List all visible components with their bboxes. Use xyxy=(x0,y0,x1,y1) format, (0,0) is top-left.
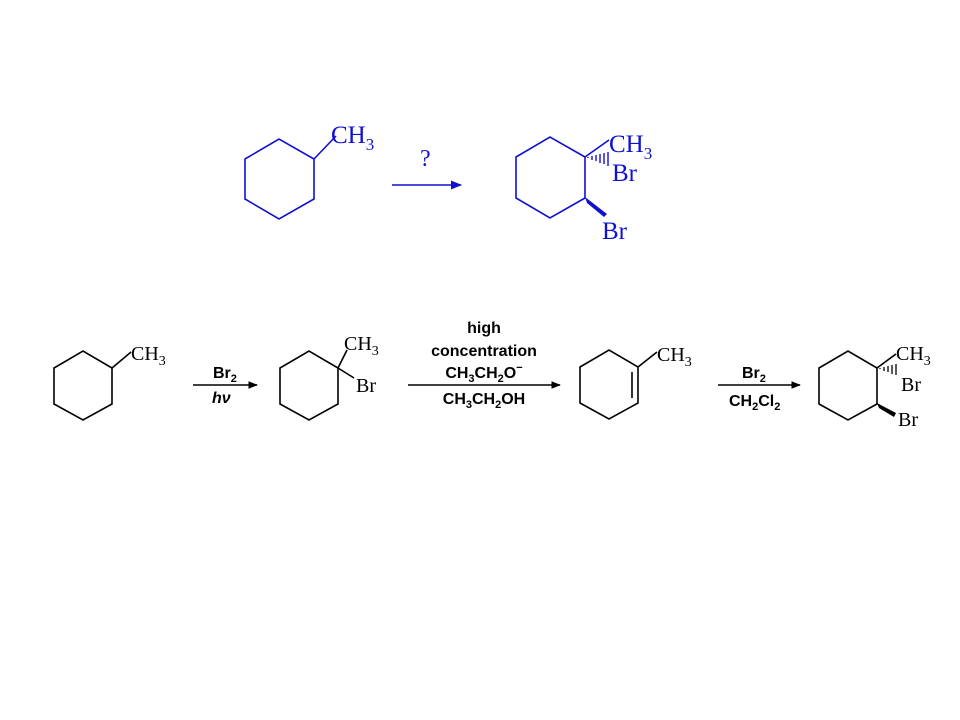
step2-line2: concentration xyxy=(431,343,537,360)
synthesis-product-br-hash-label: Br xyxy=(901,374,921,396)
synthesis-product-hash-bond xyxy=(879,364,897,375)
synthesis-scheme: CH3 Br2 hν CH3 Br high concentration CH3… xyxy=(53,320,931,431)
question-product-br-wedge-label: Br xyxy=(602,218,628,245)
question-product-ring xyxy=(515,136,586,219)
step2-line1: high xyxy=(467,320,501,337)
question-reagent: ? xyxy=(420,146,431,172)
synthesis-int1-ring xyxy=(279,350,339,421)
question-product-wedge-bond xyxy=(585,197,607,217)
question-scheme: CH3 ? CH3 Br Br xyxy=(244,122,652,245)
synthesis-int1-ch3-label: CH3 xyxy=(344,333,379,359)
synthesis-product-br-wedge-label: Br xyxy=(898,409,918,431)
question-product-br-hash-label: Br xyxy=(612,160,638,187)
synthesis-sm-molecule xyxy=(53,350,132,421)
synthesis-int2-ring xyxy=(579,349,639,420)
synthesis-int2-molecule xyxy=(579,349,658,420)
synthesis-int2-ch3-label: CH3 xyxy=(657,344,692,370)
question-start-ring xyxy=(244,138,315,220)
synthesis-product-ch3-label: CH3 xyxy=(896,343,931,369)
question-start-molecule xyxy=(244,135,337,220)
question-start-methyl-bond xyxy=(313,135,337,160)
synthesis-product-molecule xyxy=(818,350,897,421)
synthesis-sm-ring xyxy=(53,350,113,421)
synthesis-int1-molecule xyxy=(279,349,355,421)
synthesis-int1-br-label: Br xyxy=(356,375,376,397)
synthesis-sm-ch3-label: CH3 xyxy=(131,343,166,369)
question-product-molecule xyxy=(515,136,610,219)
question-start-ch3-label: CH3 xyxy=(331,122,374,154)
question-product-ch3-label: CH3 xyxy=(609,131,652,163)
step2-line3: CH3CH2O− xyxy=(445,362,522,385)
synthesis-product-methyl-bond xyxy=(876,353,897,369)
step1-reagent-top: Br2 xyxy=(213,365,237,385)
step3-reagent-top: Br2 xyxy=(742,365,766,385)
synthesis-product-ring xyxy=(818,350,878,421)
step3-reagent-bottom: CH2Cl2 xyxy=(729,393,780,413)
synthesis-int1-br-bond xyxy=(337,367,355,379)
synthesis-int1-methyl-bond xyxy=(337,349,348,369)
step2-line4: CH3CH2OH xyxy=(443,391,525,411)
question-product-hash-bond xyxy=(587,152,609,166)
synthesis-int2-methyl-bond xyxy=(637,351,658,368)
step1-reagent-bottom: hν xyxy=(212,390,231,407)
question-product-methyl-bond xyxy=(584,139,610,158)
synthesis-product-wedge-bond xyxy=(877,403,896,417)
synthesis-sm-methyl-bond xyxy=(111,351,132,369)
